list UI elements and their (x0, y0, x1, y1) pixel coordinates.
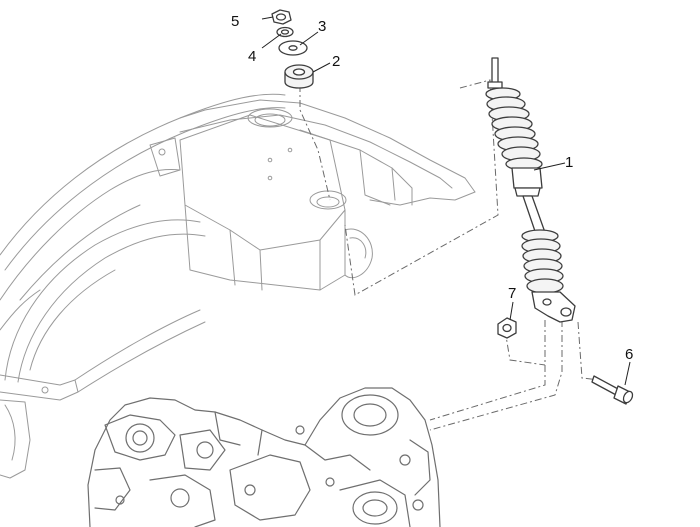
frame-body (0, 93, 476, 479)
top-nut (271, 9, 292, 25)
callout-top-nut: 5 (231, 13, 239, 30)
callout-lower-nut: 7 (508, 285, 516, 302)
callout-shock-absorber: 1 (565, 154, 573, 171)
rubber-bush (284, 64, 314, 89)
bolt (591, 375, 634, 405)
callout-bolt: 6 (625, 346, 633, 363)
assembly-guide-lines (299, 70, 601, 431)
shock-absorber (485, 57, 576, 323)
lower-nut (497, 317, 517, 339)
leader-lines (261, 16, 631, 386)
callout-small-washer: 4 (248, 48, 256, 65)
callout-washer: 3 (318, 18, 326, 35)
callout-rubber-bush: 2 (332, 53, 340, 70)
callout-labels: 1 2 3 4 5 6 7 (231, 13, 633, 363)
engine-block (87, 387, 441, 527)
